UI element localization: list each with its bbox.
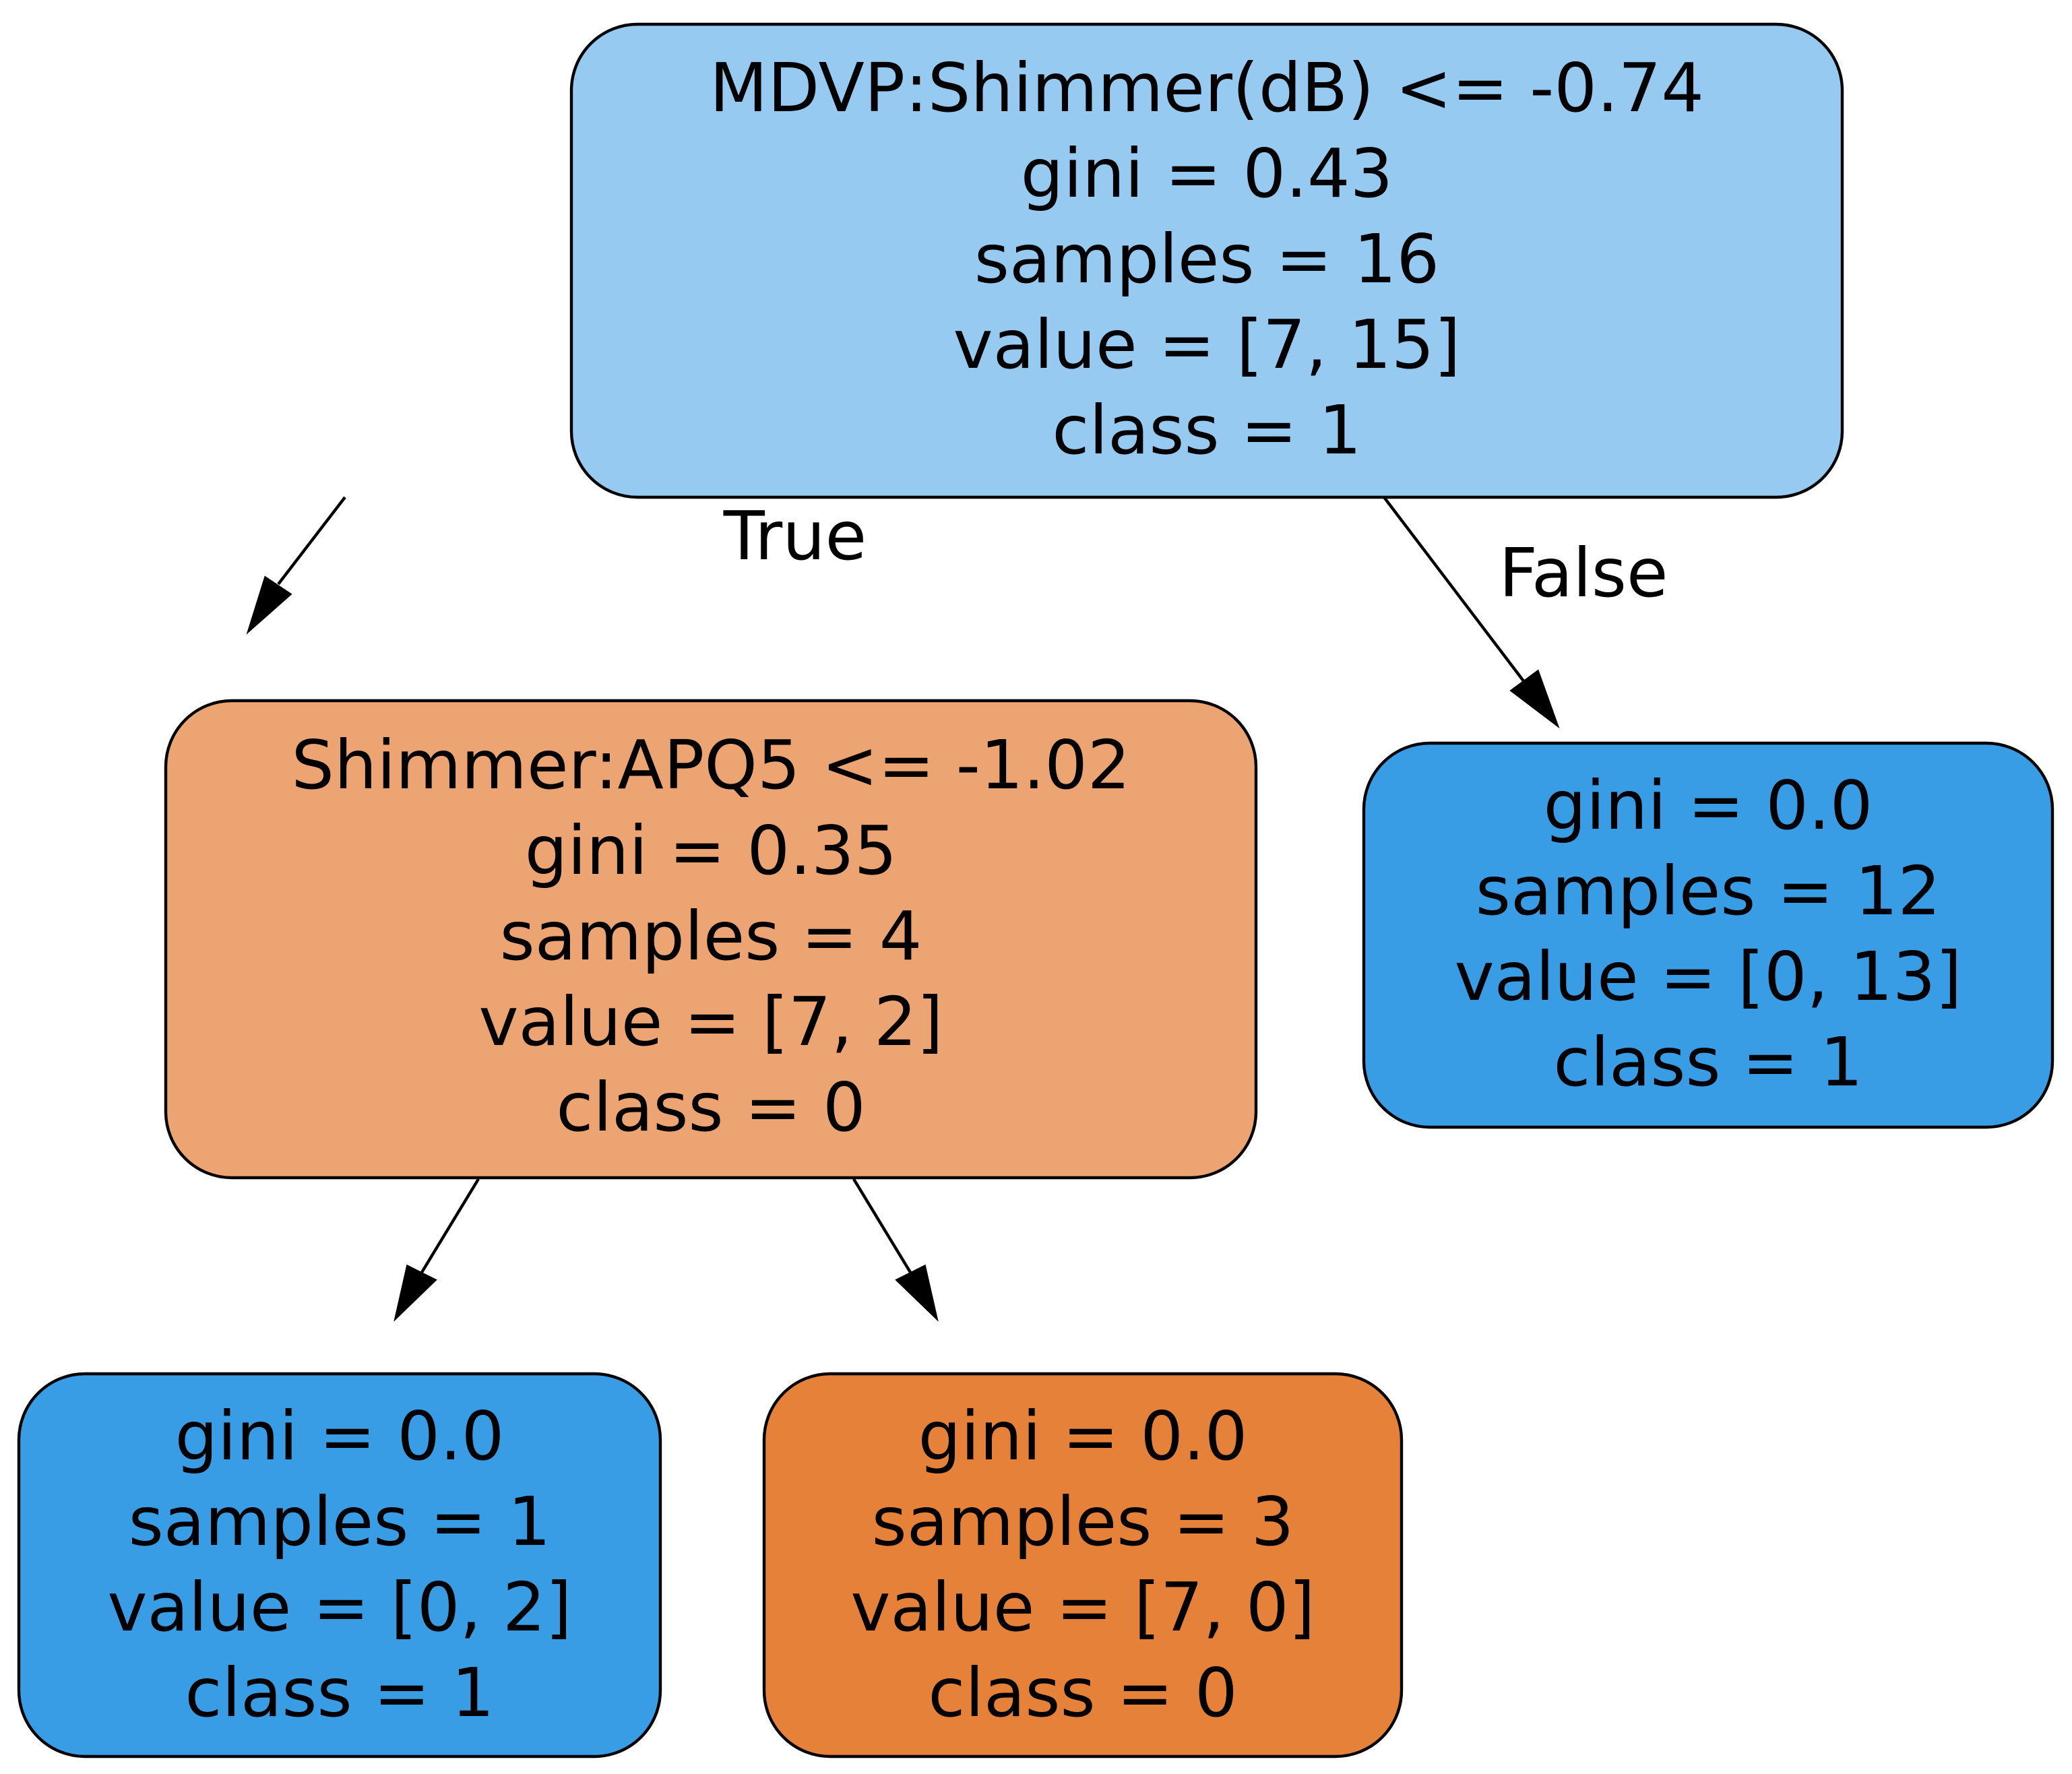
node-right: gini = 0.0 samples = 12 value = [0, 13] …: [1362, 741, 2054, 1129]
tree-nodes: MDVP:Shimmer(dB) <= -0.74 gini = 0.43 sa…: [17, 22, 2054, 1759]
edge-left-to-left-right: [852, 1178, 939, 1322]
node-gini: gini = 0.35: [525, 811, 897, 890]
edge-root-to-right: False: [1383, 496, 1668, 729]
node-samples: samples = 12: [1476, 852, 1941, 930]
node-box: [164, 699, 1258, 1180]
node-gini: gini = 0.0: [175, 1397, 505, 1476]
tree-edges: True False: [246, 496, 1668, 1322]
node-split-rule: MDVP:Shimmer(dB) <= -0.74: [710, 49, 1704, 127]
node-class: class = 1: [1052, 391, 1361, 470]
arrow-head: [394, 1264, 437, 1322]
node-box: [569, 22, 1844, 499]
arrow-head: [895, 1264, 939, 1322]
node-samples: samples = 3: [872, 1482, 1294, 1561]
arrow-head: [1509, 669, 1560, 729]
edge-line: [1383, 496, 1526, 683]
node-box: [762, 1372, 1404, 1759]
edge-label-false: False: [1499, 534, 1668, 612]
node-gini: gini = 0.0: [1544, 766, 1873, 845]
edge-left-to-left-left: [394, 1178, 480, 1322]
node-value: value = [7, 2]: [478, 982, 943, 1061]
edge-label-true: True: [723, 497, 867, 575]
node-class: class = 1: [1553, 1023, 1862, 1102]
node-left: Shimmer:APQ5 <= -1.02 gini = 0.35 sample…: [164, 699, 1258, 1180]
edge-root-to-left: True: [246, 496, 867, 635]
node-box: [1362, 741, 2054, 1129]
edge-line: [420, 1178, 480, 1275]
node-box: [17, 1372, 662, 1759]
node-left-right: gini = 0.0 samples = 3 value = [7, 0] cl…: [762, 1372, 1404, 1759]
node-gini: gini = 0.0: [918, 1397, 1248, 1476]
node-samples: samples = 16: [974, 220, 1439, 298]
node-value: value = [7, 0]: [850, 1568, 1315, 1647]
node-value: value = [0, 13]: [1455, 937, 1962, 1016]
node-gini: gini = 0.43: [1021, 134, 1393, 213]
node-samples: samples = 4: [500, 897, 922, 976]
node-class: class = 0: [928, 1653, 1237, 1732]
edge-line: [277, 496, 346, 585]
node-left-left: gini = 0.0 samples = 1 value = [0, 2] cl…: [17, 1372, 662, 1759]
arrow-head: [246, 575, 292, 635]
node-class: class = 0: [556, 1068, 865, 1147]
node-samples: samples = 1: [129, 1482, 551, 1561]
node-root: MDVP:Shimmer(dB) <= -0.74 gini = 0.43 sa…: [569, 22, 1844, 499]
node-value: value = [7, 15]: [953, 305, 1461, 384]
node-value: value = [0, 2]: [107, 1568, 571, 1647]
edge-line: [852, 1178, 912, 1275]
node-split-rule: Shimmer:APQ5 <= -1.02: [292, 726, 1131, 804]
node-class: class = 1: [185, 1653, 494, 1732]
